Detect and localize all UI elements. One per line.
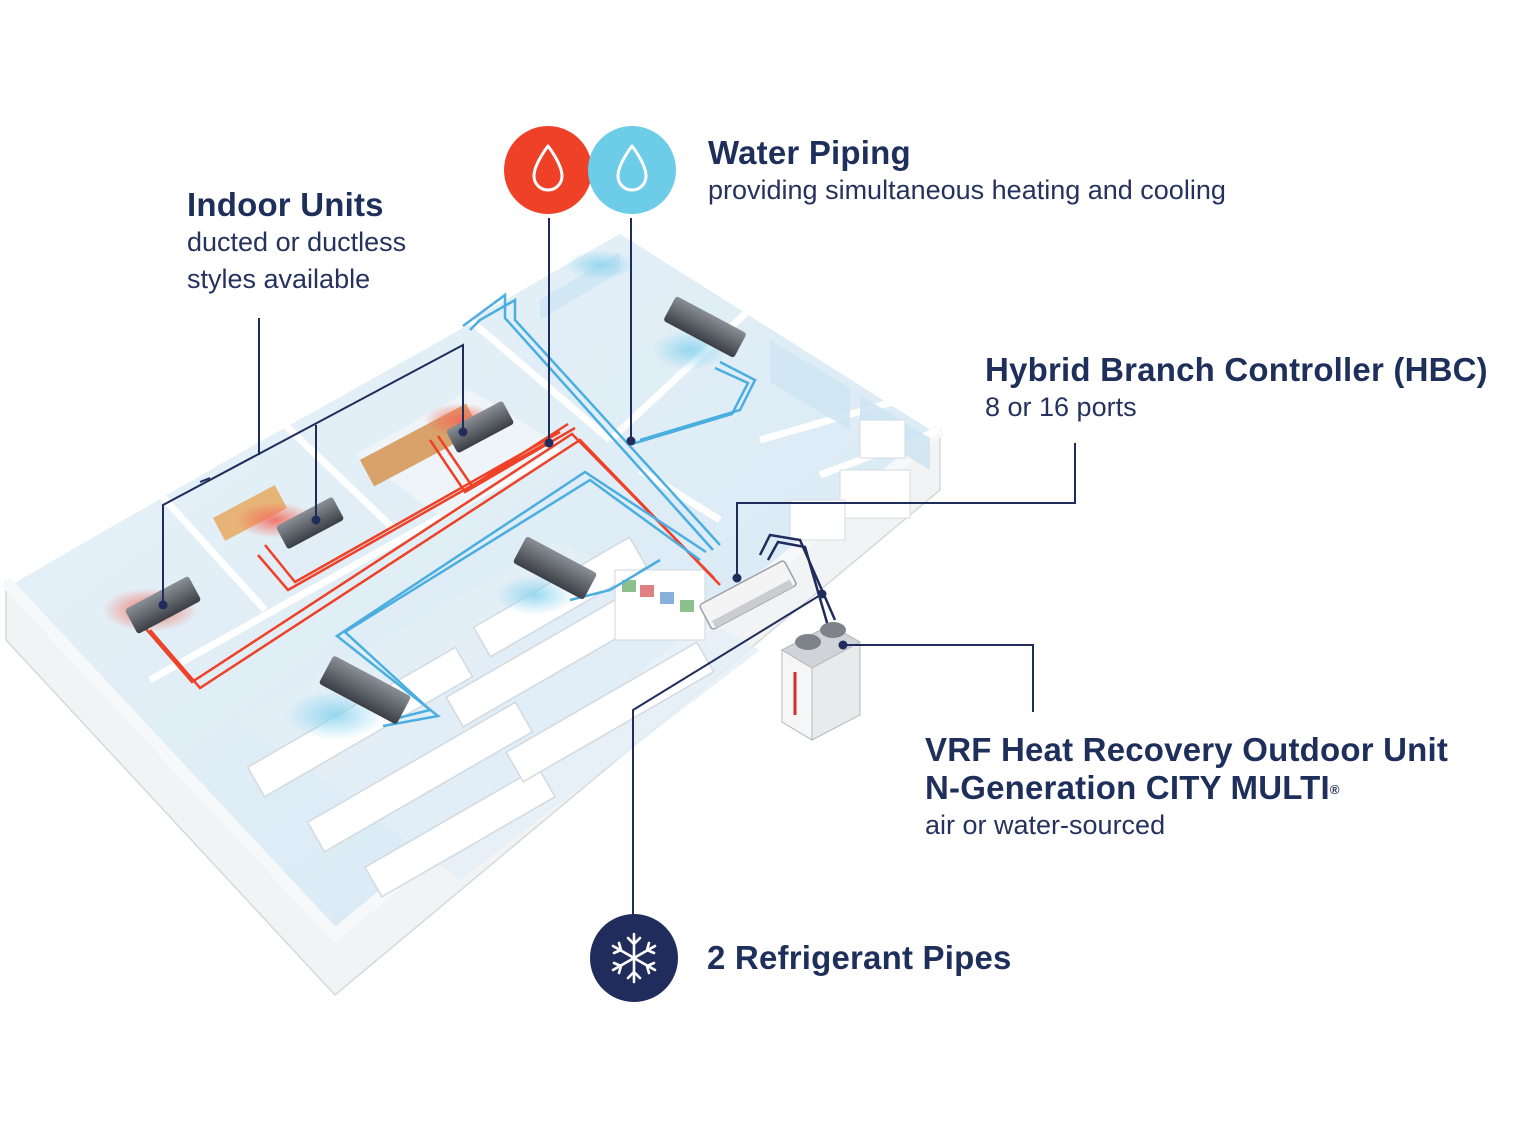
hot-water-pipes: [139, 422, 721, 690]
indoor-unit: [319, 656, 411, 724]
registered-mark: ®: [1329, 782, 1340, 797]
water-drop-icon: [532, 144, 564, 192]
indoor-unit: [664, 296, 746, 358]
outdoor-unit-subtitle: air or water-sourced: [925, 810, 1166, 840]
callout-hbc: Hybrid Branch Controller (HBC) 8 or 16 p…: [985, 351, 1488, 426]
indoor-units-subtitle: ducted or ductless styles available: [187, 227, 407, 294]
indoor-unit: [276, 497, 344, 549]
cold-water-pipes: [334, 292, 757, 728]
leader-dots: [158, 427, 848, 650]
cool-air-glow: [495, 575, 575, 615]
outdoor-unit-title-line2: N-Generation CITY MULTI®: [925, 769, 1448, 807]
indoor-units: [125, 296, 746, 724]
indoor-units-title: Indoor Units: [187, 186, 384, 223]
hbc-leader: [736, 443, 1076, 577]
cool-air-glow: [565, 250, 635, 280]
hbc-subtitle: 8 or 16 ports: [985, 392, 1137, 422]
hbc-title: Hybrid Branch Controller (HBC): [985, 351, 1488, 388]
indoor-unit: [446, 401, 514, 453]
water-piping-subtitle: providing simultaneous heating and cooli…: [708, 175, 1226, 205]
water-piping-title: Water Piping: [708, 134, 911, 171]
refrigerant-title: 2 Refrigerant Pipes: [707, 939, 1012, 976]
hot-water-badge: [504, 126, 592, 214]
water-drop-icon: [616, 144, 648, 192]
outdoor-unit-product-name: N-Generation CITY MULTI: [925, 769, 1330, 806]
indoor-unit: [513, 537, 597, 599]
restroom-stalls: [789, 419, 911, 541]
refrigerant-leader: [632, 593, 823, 915]
outdoor-unit-leader: [843, 644, 1034, 712]
indoor-units-leader: [162, 343, 464, 605]
refrigerant-badge: [590, 914, 678, 1002]
callout-leaders: [162, 318, 1076, 915]
snowflake-icon: [611, 932, 657, 984]
hybrid-branch-controller: [699, 560, 797, 630]
outdoor-unit-title-line1: VRF Heat Recovery Outdoor Unit: [925, 731, 1449, 768]
indoor-units-leader: [199, 477, 211, 483]
callout-outdoor-unit: VRF Heat Recovery Outdoor Unit N-Generat…: [925, 731, 1448, 844]
cold-water-badge: [588, 126, 676, 214]
callout-water-piping: Water Piping providing simultaneous heat…: [708, 134, 1226, 209]
outdoor-unit: [780, 622, 862, 741]
bookshelf: [614, 569, 706, 641]
callout-indoor-units: Indoor Units ducted or ductless styles a…: [187, 186, 406, 298]
callout-refrigerant: 2 Refrigerant Pipes: [707, 939, 1012, 977]
refrigerant-pipes: [758, 533, 837, 627]
